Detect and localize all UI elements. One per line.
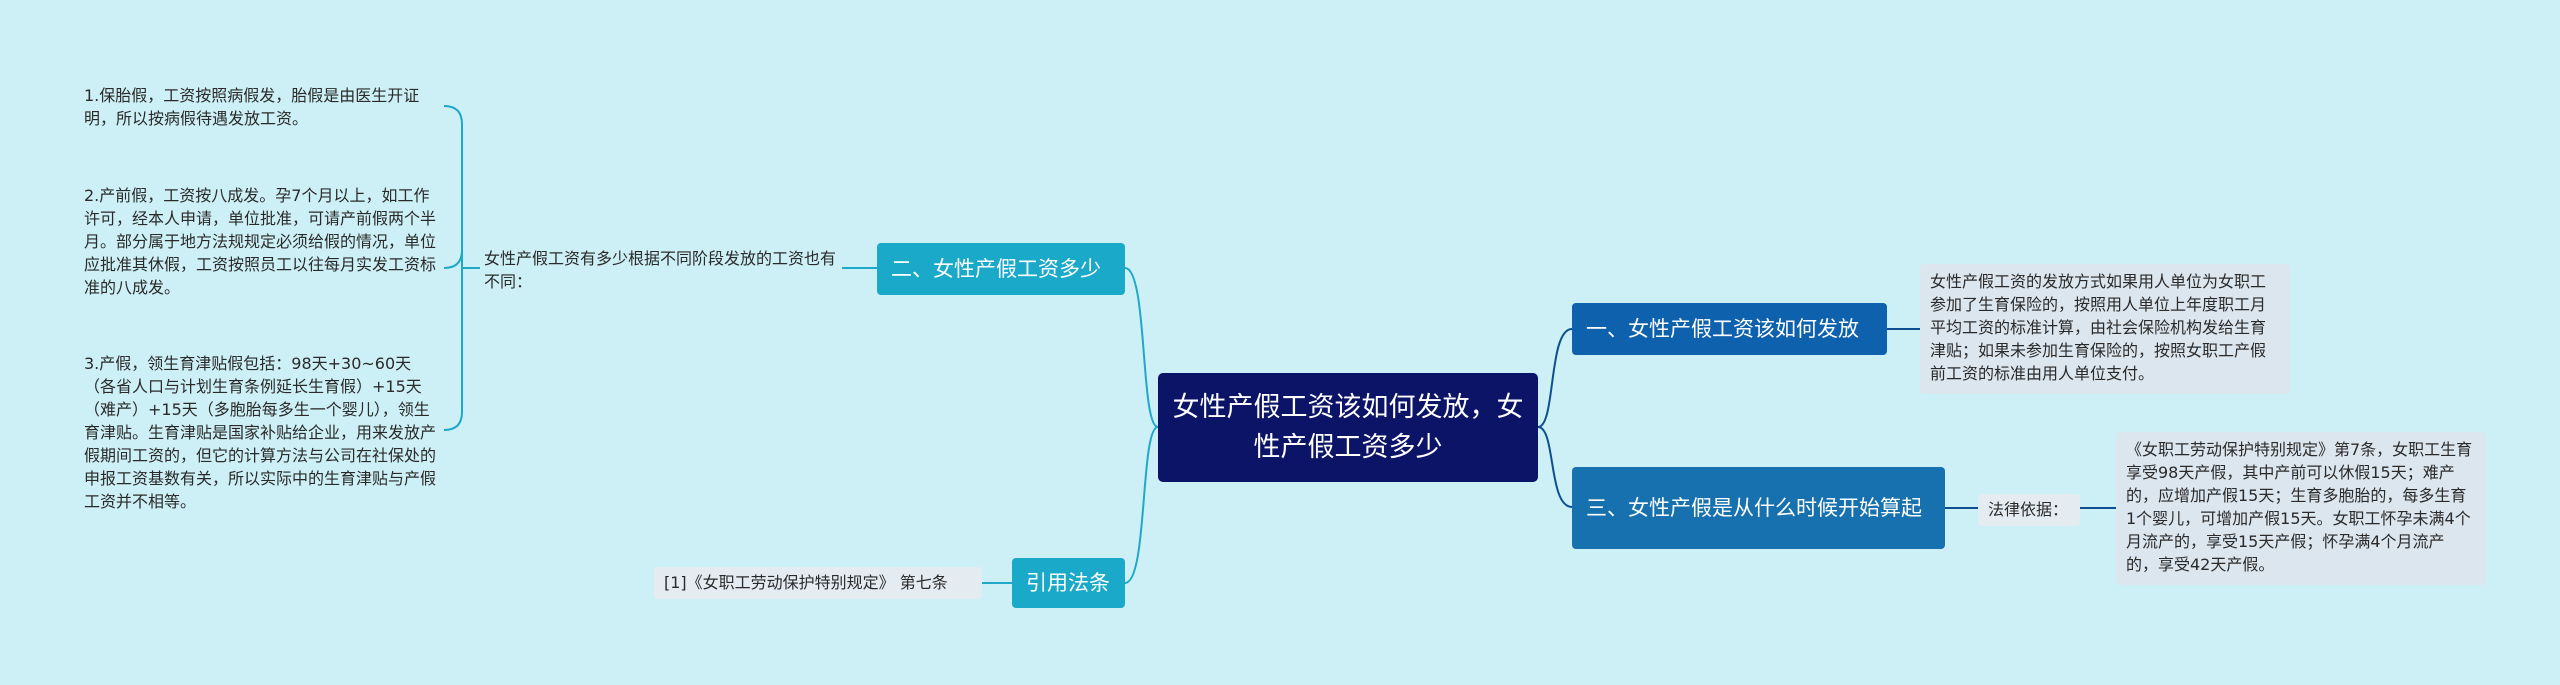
item-protect-leave[interactable]: 1.保胎假，工资按照病假发，胎假是由医生开证明，所以按病假待遇发放工资。 bbox=[84, 84, 440, 134]
link-root-b2 bbox=[1124, 267, 1159, 428]
how-to-pay-detail-text: 女性产假工资的发放方式如果用人单位为女职工参加了生育保险的，按照用人单位上年度职… bbox=[1930, 272, 2267, 383]
link-root-b4 bbox=[1124, 426, 1159, 584]
branch-how-much[interactable]: 二、女性产假工资多少 bbox=[877, 243, 1125, 295]
branch-start-time-label: 三、女性产假是从什么时候开始算起 bbox=[1586, 496, 1922, 520]
item-maternity-leave-text: 3.产假，领生育津贴假包括：98天+30~60天（各省人口与计划生育条例延长生育… bbox=[84, 354, 437, 511]
cited-law-ref[interactable]: [1]《女职工劳动保护特别规定》 第七条 bbox=[654, 567, 982, 599]
law-basis-label[interactable]: 法律依据： bbox=[1978, 494, 2080, 526]
branch-how-to-pay-label: 一、女性产假工资该如何发放 bbox=[1586, 317, 1859, 341]
link-root-b3 bbox=[1537, 426, 1573, 508]
branch-how-to-pay[interactable]: 一、女性产假工资该如何发放 bbox=[1572, 303, 1887, 355]
bracket-mid1 bbox=[443, 249, 463, 269]
branch-cited-law-label: 引用法条 bbox=[1026, 571, 1110, 595]
law-basis-detail-text: 《女职工劳动保护特别规定》第7条，女职工生育享受98天产假，其中产前可以休假15… bbox=[2126, 440, 2473, 574]
how-to-pay-detail[interactable]: 女性产假工资的发放方式如果用人单位为女职工参加了生育保险的，按照用人单位上年度职… bbox=[1920, 264, 2290, 394]
item-protect-leave-text: 1.保胎假，工资按照病假发，胎假是由医生开证明，所以按病假待遇发放工资。 bbox=[84, 86, 420, 128]
item-prenatal-leave-text: 2.产前假，工资按八成发。孕7个月以上，如工作许可，经本人申请，单位批准，可请产… bbox=[84, 186, 437, 297]
bracket bbox=[443, 105, 463, 431]
root-topic[interactable]: 女性产假工资该如何发放，女性产假工资多少 bbox=[1158, 373, 1538, 482]
item-prenatal-leave[interactable]: 2.产前假，工资按八成发。孕7个月以上，如工作许可，经本人申请，单位批准，可请产… bbox=[84, 184, 440, 304]
how-much-summary[interactable]: 女性产假工资有多少根据不同阶段发放的工资也有不同： bbox=[484, 247, 842, 297]
law-basis-label-text: 法律依据： bbox=[1988, 500, 2069, 519]
root-title: 女性产假工资该如何发放，女性产假工资多少 bbox=[1172, 391, 1524, 463]
branch-cited-law[interactable]: 引用法条 bbox=[1012, 558, 1125, 608]
cited-law-ref-text: [1]《女职工劳动保护特别规定》 第七条 bbox=[664, 573, 948, 592]
how-much-summary-text: 女性产假工资有多少根据不同阶段发放的工资也有不同： bbox=[484, 249, 837, 291]
branch-how-much-label: 二、女性产假工资多少 bbox=[891, 257, 1101, 281]
link-root-b1 bbox=[1537, 328, 1573, 428]
branch-start-time[interactable]: 三、女性产假是从什么时候开始算起 bbox=[1572, 467, 1945, 549]
law-basis-detail[interactable]: 《女职工劳动保护特别规定》第7条，女职工生育享受98天产假，其中产前可以休假15… bbox=[2116, 432, 2486, 585]
item-maternity-leave[interactable]: 3.产假，领生育津贴假包括：98天+30~60天（各省人口与计划生育条例延长生育… bbox=[84, 352, 440, 514]
